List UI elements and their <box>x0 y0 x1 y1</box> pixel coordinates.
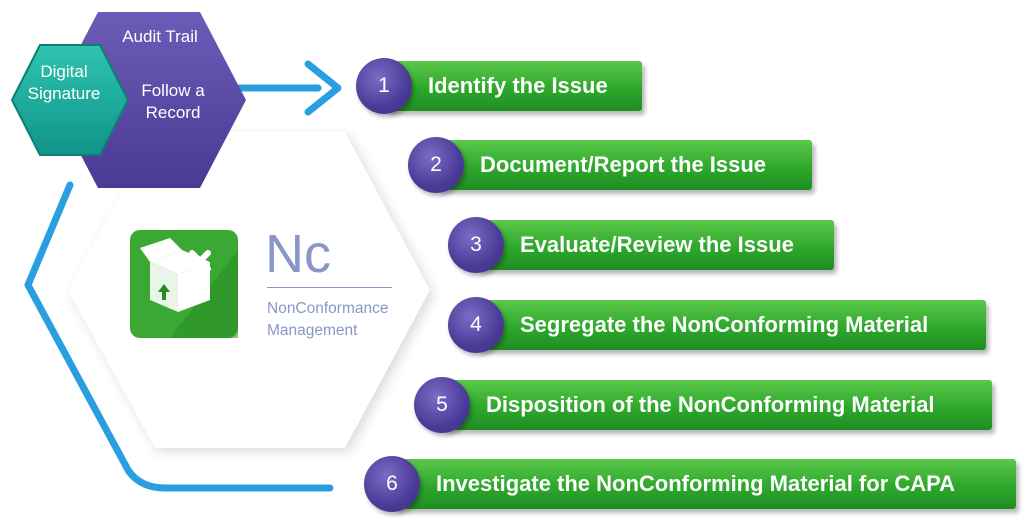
connector-line <box>24 181 334 492</box>
step-label: Evaluate/Review the Issue <box>520 232 794 257</box>
step-bar: Disposition of the NonConforming Materia… <box>444 380 992 430</box>
step-6: Investigate the NonConforming Material f… <box>364 456 1016 512</box>
teal-hexagon <box>10 44 130 156</box>
step-number: 2 <box>408 137 464 193</box>
step-number: 4 <box>448 297 504 353</box>
step-label: Identify the Issue <box>428 73 608 98</box>
open-box-with-x-icon <box>130 230 238 338</box>
product-name: NonConformance Management <box>267 300 389 339</box>
step-2: Document/Report the Issue 2 <box>408 137 812 193</box>
step-bar: Evaluate/Review the Issue <box>478 220 834 270</box>
main-hexagon <box>68 132 434 452</box>
step-3: Evaluate/Review the Issue 3 <box>448 217 834 273</box>
step-number: 1 <box>356 58 412 114</box>
product-divider <box>267 287 392 288</box>
step-bar: Segregate the NonConforming Material <box>478 300 986 350</box>
follow-record-label: Follow a Record <box>141 81 205 122</box>
step-label: Segregate the NonConforming Material <box>520 312 929 337</box>
product-symbol: Nc <box>265 224 331 284</box>
step-label: Investigate the NonConforming Material f… <box>436 471 956 496</box>
step-1: Identify the Issue 1 <box>356 58 642 114</box>
step-number: 5 <box>414 377 470 433</box>
step-label: Document/Report the Issue <box>480 152 767 177</box>
audit-trail-label: Audit Trail <box>122 27 198 46</box>
digital-signature-label: Digital Signature <box>27 62 101 103</box>
step-number: 3 <box>448 217 504 273</box>
step-bar: Investigate the NonConforming Material f… <box>394 459 1016 509</box>
step-bar: Identify the Issue <box>386 61 642 111</box>
step-5: Disposition of the NonConforming Materia… <box>414 377 992 433</box>
step-label: Disposition of the NonConforming Materia… <box>486 392 935 417</box>
arrow-icon <box>304 60 342 116</box>
step-bar: Document/Report the Issue <box>438 140 812 190</box>
step-4: Segregate the NonConforming Material 4 <box>448 297 986 353</box>
step-number: 6 <box>364 456 420 512</box>
